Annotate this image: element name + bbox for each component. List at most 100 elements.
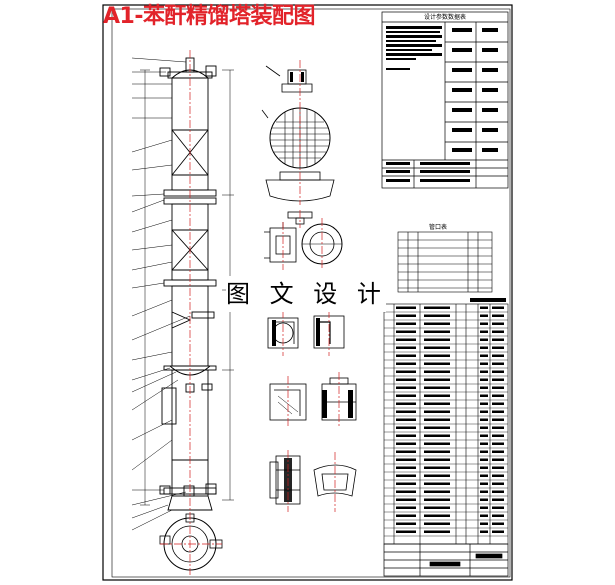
parts-list-cell-text (480, 450, 488, 453)
parts-list-cell-text (424, 434, 450, 437)
parts-list-cell-text (480, 386, 488, 389)
parts-list-cell-text (396, 378, 416, 381)
parts-list-cell-text (396, 530, 416, 533)
bottom-plan-view (159, 513, 223, 571)
parts-list-cell-text (396, 450, 416, 453)
parts-list-cell-text (480, 370, 488, 373)
parts-list-cell-text (492, 434, 504, 437)
parts-list-cell-text (424, 346, 450, 349)
parts-list-cell-text (480, 306, 488, 309)
parts-list-cell-text (480, 354, 488, 357)
part-leader-lines (131, 57, 191, 531)
parts-list-cell-text (492, 498, 504, 501)
design-data-text-lines (386, 26, 498, 182)
title-block (383, 543, 509, 577)
nozzle-table (397, 231, 493, 293)
parts-list-cell-text (492, 346, 504, 349)
parts-list-cell-text (492, 338, 504, 341)
parts-list-cell-text (480, 442, 488, 445)
parts-list-cell-text (480, 426, 488, 429)
parts-list-cell-text (492, 450, 504, 453)
parts-list-cell-text (492, 378, 504, 381)
parts-list-cell-text (424, 482, 450, 485)
parts-list-cell-text (396, 466, 416, 469)
parts-list-cell-text (492, 530, 504, 533)
parts-list-cell-text (396, 394, 416, 397)
parts-list-cell-text (424, 522, 450, 525)
parts-list-cell-text (480, 338, 488, 341)
parts-list-cell-text (492, 506, 504, 509)
parts-list-cell-text (480, 474, 488, 477)
parts-list-cell-text (492, 306, 504, 309)
parts-list-cell-text (424, 402, 450, 405)
parts-list-cell-text (396, 338, 416, 341)
parts-list-cell-text (396, 522, 416, 525)
parts-list-cell-text (396, 386, 416, 389)
parts-list-cell-text (480, 394, 488, 397)
parts-list-cell-text (492, 362, 504, 365)
parts-list-cell-text (396, 410, 416, 413)
parts-list-cell-text (480, 514, 488, 517)
parts-list-cell-text (492, 458, 504, 461)
parts-list-cell-text (492, 426, 504, 429)
parts-list-cell-text (492, 482, 504, 485)
parts-list-cell-text (424, 530, 450, 533)
parts-list-cell-text (396, 458, 416, 461)
parts-list-cell-text (492, 314, 504, 317)
parts-list-cell-text (424, 458, 450, 461)
outer-frame (102, 4, 513, 581)
parts-list-cell-text (480, 482, 488, 485)
parts-list-cell-text (424, 322, 450, 325)
parts-list-cell-text (480, 466, 488, 469)
parts-list-cell-text (424, 394, 450, 397)
parts-list-cell-text (480, 490, 488, 493)
parts-list-cell-text (424, 426, 450, 429)
parts-list-cell-text (396, 490, 416, 493)
parts-list-cell-text (480, 402, 488, 405)
parts-list-cell-text (424, 466, 450, 469)
parts-list-cell-text (492, 466, 504, 469)
parts-list-cell-text (492, 370, 504, 373)
parts-list-cell-text (480, 322, 488, 325)
parts-list-cell-text (492, 354, 504, 357)
parts-list-cell-text (424, 354, 450, 357)
parts-list-cell-text (480, 314, 488, 317)
parts-list-cell-text (424, 378, 450, 381)
parts-list-cell-text (424, 490, 450, 493)
parts-list-cell-text (480, 522, 488, 525)
parts-list-cell-text (424, 410, 450, 413)
parts-list-cell-text (424, 498, 450, 501)
parts-list-cell-text (424, 314, 450, 317)
design-data-table (381, 11, 509, 189)
parts-list-cell-text (396, 474, 416, 477)
parts-list-cell-text (396, 426, 416, 429)
parts-list-cell-text (396, 354, 416, 357)
parts-list-cell-text (424, 418, 450, 421)
parts-list-cell-text (492, 442, 504, 445)
parts-list-cell-text (396, 434, 416, 437)
parts-list-cell-text (424, 474, 450, 477)
parts-list-cell-text (492, 402, 504, 405)
parts-list-cell-text (396, 514, 416, 517)
parts-list-cell-text (396, 498, 416, 501)
parts-list-cell-text (492, 394, 504, 397)
parts-list-cell-text (396, 362, 416, 365)
parts-list-cell-text (396, 402, 416, 405)
parts-list-cell-text (424, 338, 450, 341)
parts-list-cell-text (396, 330, 416, 333)
design-data-table-header: 设计参数数据表 (424, 13, 466, 21)
column-elevation-view (140, 57, 234, 511)
parts-list-cell-text (424, 506, 450, 509)
parts-list-cell-text (424, 330, 450, 333)
parts-list-cell-text (492, 410, 504, 413)
drawing-title: A1-苯酐精馏塔装配图 (103, 4, 315, 29)
parts-list-cell-text (480, 418, 488, 421)
parts-list-cell-text (480, 378, 488, 381)
parts-list-cell-text (480, 330, 488, 333)
parts-list-cell-text (396, 418, 416, 421)
parts-list-cell-text (492, 522, 504, 525)
parts-list-cell-text (480, 434, 488, 437)
parts-list-cell-text (492, 330, 504, 333)
nozzle-table-header: 管口表 (429, 223, 447, 231)
parts-list-cell-text (396, 314, 416, 317)
